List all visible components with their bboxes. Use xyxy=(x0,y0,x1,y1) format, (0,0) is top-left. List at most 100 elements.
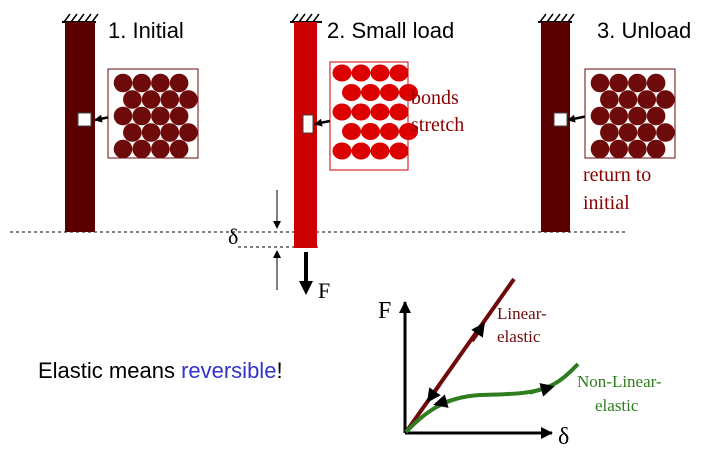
atom xyxy=(370,142,390,160)
atom xyxy=(113,106,133,126)
panel-initial: 1. Initial xyxy=(62,13,199,232)
atom xyxy=(132,73,151,93)
atom xyxy=(389,103,409,121)
atom xyxy=(628,139,647,159)
atom xyxy=(370,103,390,121)
sample-marker xyxy=(77,112,92,127)
atom xyxy=(399,84,418,101)
specimen-bar xyxy=(65,22,95,232)
fixed-support-icon xyxy=(290,13,322,23)
atom xyxy=(389,64,409,82)
atom xyxy=(132,106,151,126)
atom xyxy=(609,106,628,126)
atom xyxy=(590,139,610,159)
x-axis-label: δ xyxy=(558,424,569,450)
atom xyxy=(169,73,189,93)
non-linear-elastic-label: Non-Linear- xyxy=(577,372,662,391)
atom xyxy=(132,139,151,159)
loading-arrow-icon xyxy=(470,322,485,343)
atom xyxy=(618,90,638,109)
non-linear-elastic-label: elastic xyxy=(595,396,639,415)
atom xyxy=(656,90,675,109)
specimen-bar xyxy=(541,22,570,232)
atom xyxy=(151,139,170,159)
panel-label: 2. Small load xyxy=(327,18,454,43)
atom xyxy=(179,90,198,109)
force-symbol: F xyxy=(318,278,330,303)
loading-arrow-icon xyxy=(529,383,555,397)
force-deflection-graph: F δ Linear- elastic Non-Linear- elastic xyxy=(378,277,662,450)
atom xyxy=(609,73,628,93)
return-note: initial xyxy=(583,192,630,214)
linear-elastic-label: elastic xyxy=(497,327,541,346)
atom xyxy=(151,73,170,93)
atom xyxy=(141,90,161,109)
atom xyxy=(380,123,399,140)
atom xyxy=(141,123,161,142)
linear-elastic-line xyxy=(404,277,516,434)
atom xyxy=(123,123,142,142)
caption: Elastic means reversible! xyxy=(38,358,283,383)
caption-text: Elastic means xyxy=(38,358,181,383)
atom xyxy=(600,90,619,109)
atom xyxy=(351,103,371,121)
unloading-arrow-icon xyxy=(427,382,442,403)
specimen-bar xyxy=(294,22,317,248)
sample-marker xyxy=(302,114,314,134)
bonds-stretch-note: stretch xyxy=(411,114,464,136)
panel-label: 3. Unload xyxy=(597,18,691,43)
atom xyxy=(113,73,133,93)
fixed-support-icon xyxy=(538,13,575,23)
y-axis-label: F xyxy=(378,298,391,324)
atom xyxy=(113,139,133,159)
atom xyxy=(600,123,619,142)
atom xyxy=(169,106,189,126)
atom xyxy=(332,103,352,121)
panel-label: 1. Initial xyxy=(108,18,184,43)
atom xyxy=(646,106,666,126)
atom xyxy=(646,139,666,159)
atom xyxy=(342,84,361,101)
atom xyxy=(399,123,418,140)
atom xyxy=(361,123,380,140)
atom xyxy=(169,139,189,159)
sample-marker xyxy=(553,112,568,127)
atom xyxy=(332,142,352,160)
delta-symbol: δ xyxy=(228,224,238,249)
atom xyxy=(351,142,371,160)
atom xyxy=(179,123,198,142)
non-linear-elastic-curve xyxy=(404,362,580,434)
return-note: return to xyxy=(583,164,651,186)
bonds-stretch-note: bonds xyxy=(411,87,459,109)
atom xyxy=(646,73,666,93)
caption-end: ! xyxy=(276,358,282,383)
panel-unload: 3. Unload return to initial xyxy=(538,13,691,232)
atom xyxy=(370,64,390,82)
atom xyxy=(380,84,399,101)
atom xyxy=(160,90,180,109)
atom xyxy=(123,90,142,109)
atom xyxy=(351,64,371,82)
unloading-arrow-icon xyxy=(433,394,459,408)
atom-lattice xyxy=(332,64,418,160)
atom xyxy=(637,123,657,142)
atom xyxy=(628,73,647,93)
fixed-support-icon xyxy=(62,13,99,23)
atom xyxy=(637,90,657,109)
atom xyxy=(628,106,647,126)
atom xyxy=(151,106,170,126)
atom xyxy=(160,123,180,142)
atom xyxy=(332,64,352,82)
atom xyxy=(361,84,380,101)
atom-lattice xyxy=(590,73,675,159)
linear-elastic-label: Linear- xyxy=(497,304,547,323)
atom-lattice xyxy=(113,73,198,159)
atom xyxy=(618,123,638,142)
atom xyxy=(342,123,361,140)
atom xyxy=(609,139,628,159)
panel-small-load: 2. Small load bonds stretch δ F xyxy=(228,13,464,303)
caption-highlight: reversible xyxy=(181,358,276,383)
atom xyxy=(590,73,610,93)
